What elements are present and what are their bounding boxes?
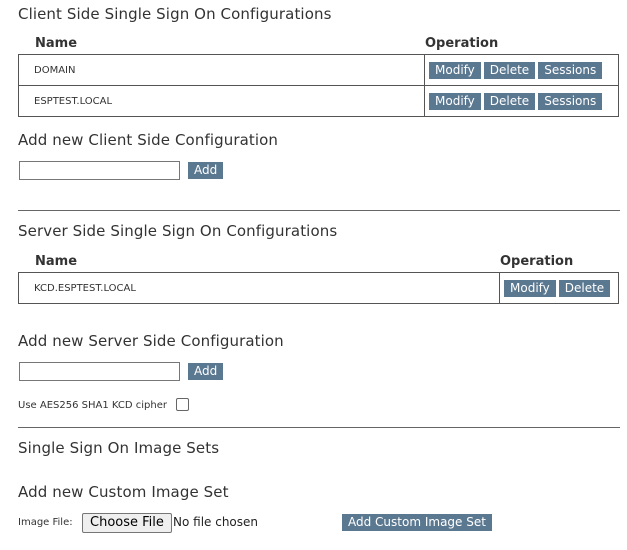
cipher-label: Use AES256 SHA1 KCD cipher: [18, 400, 167, 411]
file-status: No file chosen: [173, 515, 259, 529]
add-image-set-title: Add new Custom Image Set: [18, 483, 229, 501]
client-row-name: ESPTEST.LOCAL: [18, 85, 425, 117]
cipher-checkbox[interactable]: [176, 398, 189, 411]
server-row-name: KCD.ESPTEST.LOCAL: [18, 272, 500, 304]
delete-button[interactable]: Delete: [558, 279, 611, 297]
image-file-label: Image File:: [18, 517, 73, 528]
delete-button[interactable]: Delete: [483, 92, 536, 110]
modify-button[interactable]: Modify: [429, 92, 481, 110]
sessions-button[interactable]: Sessions: [538, 61, 603, 79]
client-sso-title: Client Side Single Sign On Configuration…: [18, 5, 332, 23]
server-sso-title: Server Side Single Sign On Configuration…: [18, 222, 338, 240]
client-row-name: DOMAIN: [18, 54, 425, 86]
add-client-title: Add new Client Side Configuration: [18, 131, 279, 149]
add-server-title: Add new Server Side Configuration: [18, 332, 284, 350]
modify-button[interactable]: Modify: [504, 279, 556, 297]
server-name-input[interactable]: [19, 362, 180, 381]
server-col-operation: Operation: [500, 254, 574, 269]
choose-file-button[interactable]: Choose File: [82, 513, 172, 533]
divider: [18, 210, 620, 211]
server-col-name: Name: [35, 254, 78, 269]
client-col-operation: Operation: [425, 36, 499, 51]
add-client-button[interactable]: Add: [188, 162, 224, 179]
sessions-button[interactable]: Sessions: [538, 92, 603, 110]
client-col-name: Name: [35, 36, 78, 51]
add-server-button[interactable]: Add: [188, 363, 224, 380]
add-custom-image-set-button[interactable]: Add Custom Image Set: [342, 514, 492, 531]
modify-button[interactable]: Modify: [429, 61, 481, 79]
client-name-input[interactable]: [19, 161, 180, 180]
image-sets-title: Single Sign On Image Sets: [18, 439, 220, 457]
delete-button[interactable]: Delete: [483, 61, 536, 79]
divider: [18, 427, 620, 428]
